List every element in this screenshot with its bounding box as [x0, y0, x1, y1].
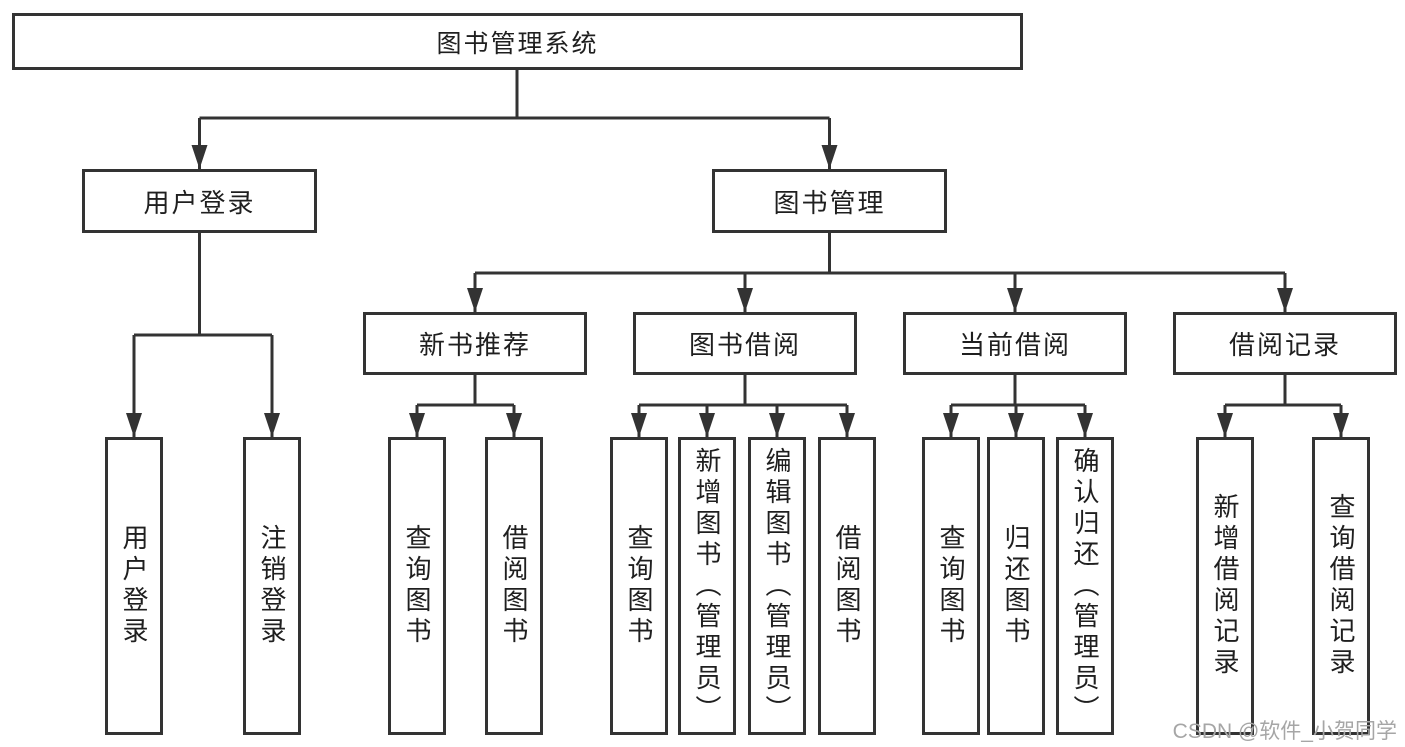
node-label: 图书借阅 — [688, 330, 801, 360]
leaf-borrow-add-books-admin: 新增图书（管理员） — [678, 437, 736, 735]
node-label: 当前借阅 — [958, 330, 1071, 360]
node-label: 图书管理 — [773, 187, 886, 218]
leaf-user-login: 用户登录 — [105, 437, 163, 735]
node-label: 借阅图书 — [499, 524, 529, 648]
leaf-records-query-record: 查询借阅记录 — [1312, 437, 1370, 735]
leaf-newbook-query-books: 查询图书 — [388, 437, 446, 735]
leaf-borrow-borrow-books: 借阅图书 — [818, 437, 876, 735]
node-user-login: 用户登录 — [82, 169, 317, 233]
csdn-watermark: CSDN @软件_小贺同学 — [1172, 720, 1397, 743]
node-label: 用户登录 — [143, 187, 256, 218]
leaf-borrow-query-books: 查询图书 — [610, 437, 668, 735]
node-label: 注销登录 — [257, 524, 287, 648]
node-label: 确认归还（管理员） — [1070, 446, 1100, 726]
leaf-borrow-edit-books-admin: 编辑图书（管理员） — [748, 437, 806, 735]
node-label: 借阅记录 — [1228, 330, 1341, 360]
node-label: 新增图书（管理员） — [692, 446, 722, 726]
node-label: 借阅图书 — [832, 524, 862, 648]
leaf-current-return-books: 归还图书 — [987, 437, 1045, 735]
node-label: 归还图书 — [1001, 524, 1031, 648]
leaf-logout: 注销登录 — [243, 437, 301, 735]
node-label: 查询图书 — [624, 524, 654, 648]
node-root-library-system: 图书管理系统 — [12, 13, 1023, 70]
leaf-records-add-record: 新增借阅记录 — [1196, 437, 1254, 735]
node-label: 查询借阅记录 — [1326, 493, 1356, 679]
node-new-book-recommend: 新书推荐 — [363, 312, 587, 375]
node-book-borrowing: 图书借阅 — [633, 312, 857, 375]
node-label: 编辑图书（管理员） — [762, 446, 792, 726]
node-borrowing-records: 借阅记录 — [1173, 312, 1397, 375]
node-label: 新增借阅记录 — [1210, 493, 1240, 679]
node-label: 图书管理系统 — [436, 29, 599, 58]
leaf-newbook-borrow-books: 借阅图书 — [485, 437, 543, 735]
node-book-management: 图书管理 — [712, 169, 947, 233]
node-label: 新书推荐 — [418, 330, 531, 360]
node-label: 用户登录 — [119, 524, 149, 648]
node-label: 查询图书 — [402, 524, 432, 648]
connector-lines — [132, 69, 1343, 437]
leaf-current-query-books: 查询图书 — [922, 437, 980, 735]
node-current-borrowing: 当前借阅 — [903, 312, 1127, 375]
node-label: 查询图书 — [936, 524, 966, 648]
arrowheads — [126, 145, 1349, 437]
leaf-current-confirm-return-admin: 确认归还（管理员） — [1056, 437, 1114, 735]
